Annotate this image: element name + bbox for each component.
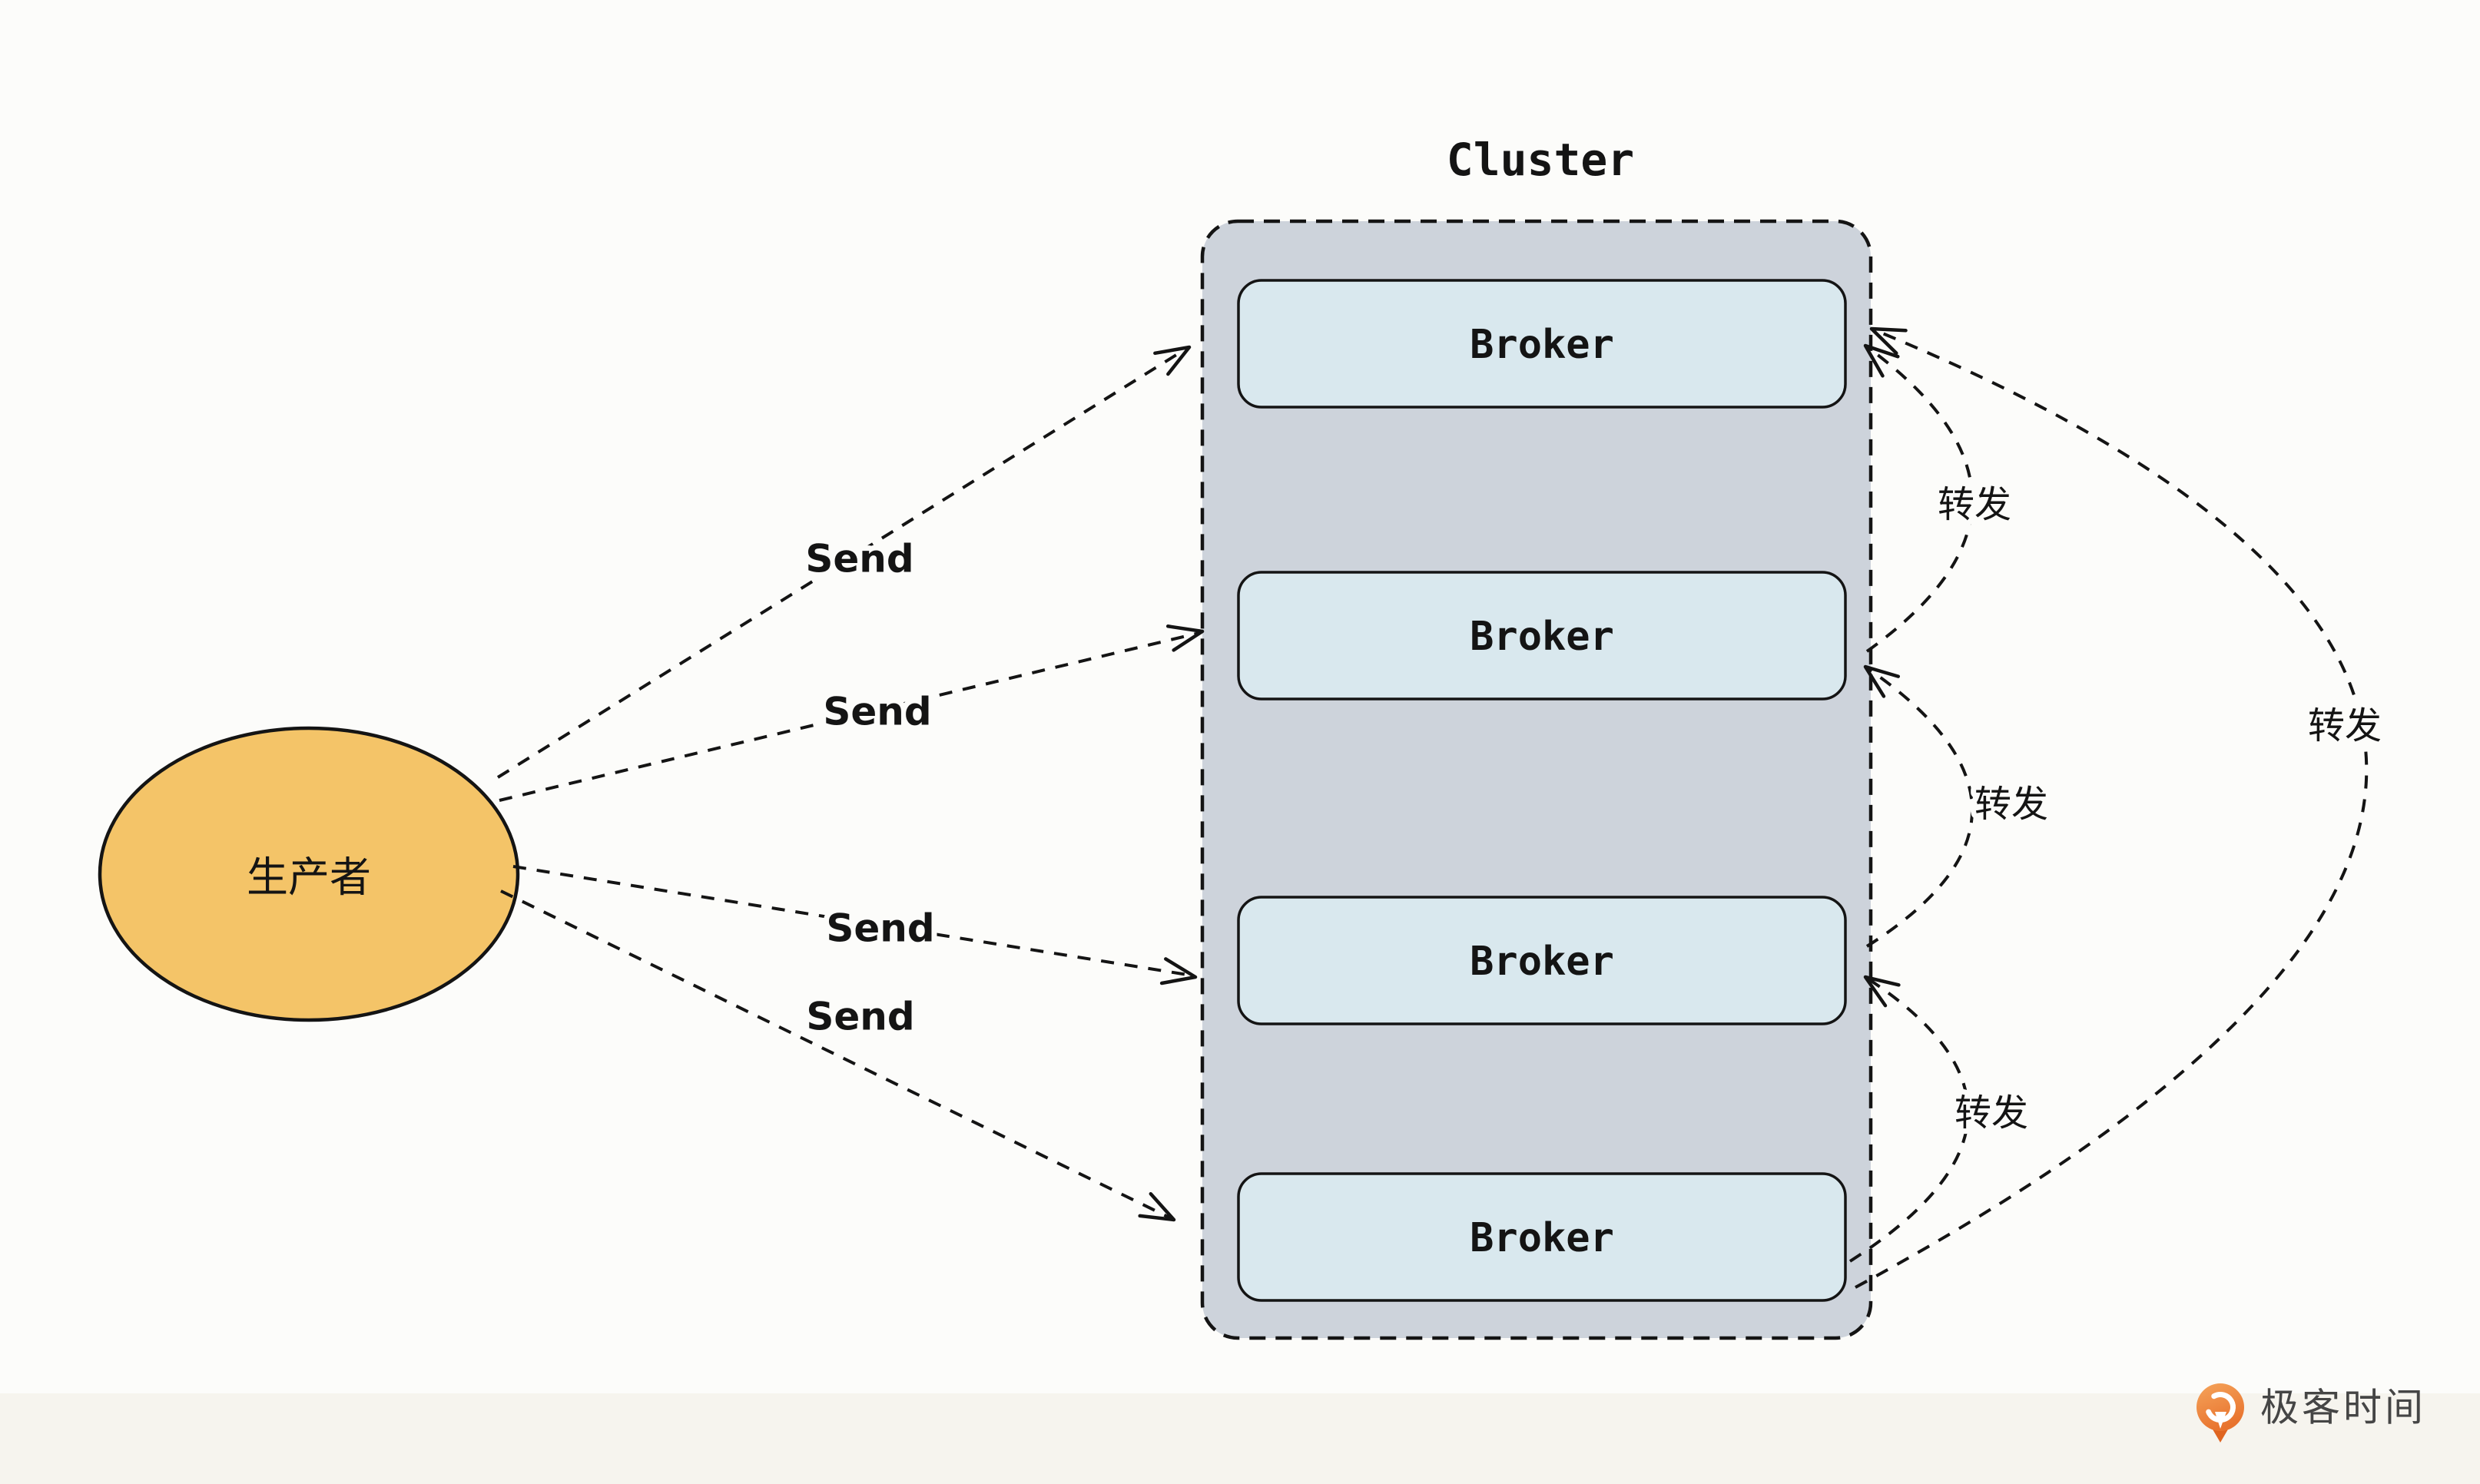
forward-label-2: 转发 [1974,783,2048,826]
broker-label-2: Broker [1470,614,1614,660]
forward-arrowhead-broker2 [1863,664,1901,698]
send-label-1: Send [805,537,913,581]
send-arrowhead-4 [1138,1191,1176,1222]
forward-arrow-broker4-to-broker3 [1848,976,1970,1263]
send-label-3: Send [826,906,934,951]
brand-logo: 极客时间 [2197,1383,2426,1443]
forward-label-1: 转发 [1938,483,2011,526]
broker-node-1: Broker [1237,279,1847,409]
broker-nodes: Broker Broker Broker Broker [1237,279,1847,1302]
cluster-title: Cluster [1447,134,1634,186]
forward-arrowhead-broker3 [1863,975,1901,1008]
cluster-container: Cluster [1200,134,1873,1340]
broker-label-1: Broker [1470,322,1614,368]
broker-label-4: Broker [1470,1215,1614,1261]
forward-label-4: 转发 [2308,704,2382,747]
broker-label-3: Broker [1470,939,1614,985]
logo-circle [2197,1383,2244,1431]
send-label-4: Send [806,995,914,1039]
send-arrow-3 [512,865,1193,977]
producer-node: 生产者 [98,726,520,1022]
forward-label-3: 转发 [1954,1091,2028,1135]
broker-node-2: Broker [1237,571,1847,701]
broker-box-1 [1237,279,1847,409]
broker-node-3: Broker [1237,896,1847,1025]
cluster-box [1200,219,1873,1340]
producer-ellipse [98,726,520,1022]
forward-arrowhead-broker1-a [1863,343,1900,378]
forward-arrow-broker4-to-broker1 [1855,327,2369,1289]
send-arrow-2 [499,631,1200,802]
logo-ring-glyph [2205,1392,2236,1423]
send-arrowhead-3 [1159,957,1198,985]
forward-arrow-broker3-to-broker2 [1864,665,1974,948]
send-arrow-4 [500,889,1172,1220]
broker-box-3 [1237,896,1847,1025]
send-arrow-1 [496,347,1188,779]
send-arrows: Send Send Send Send [496,345,1205,1222]
producer-label: 生产者 [247,853,371,902]
broker-box-4 [1237,1172,1847,1302]
footer-strip [0,1393,2480,1484]
broker-box-2 [1237,571,1847,701]
broker-node-4: Broker [1237,1172,1847,1302]
brand-logo-icon [2197,1383,2244,1443]
send-arrowhead-1 [1153,345,1192,376]
forward-arrowhead-broker1-b [1869,326,1908,356]
send-arrowhead-2 [1165,624,1205,652]
send-label-2: Send [823,690,931,734]
logo-pointer-glyph [2215,1412,2226,1429]
forward-arrows: 转发 转发 转发 转发 [1848,326,2387,1289]
forward-arrow-broker2-to-broker1 [1864,344,1974,653]
brand-logo-text: 极客时间 [2260,1386,2426,1430]
